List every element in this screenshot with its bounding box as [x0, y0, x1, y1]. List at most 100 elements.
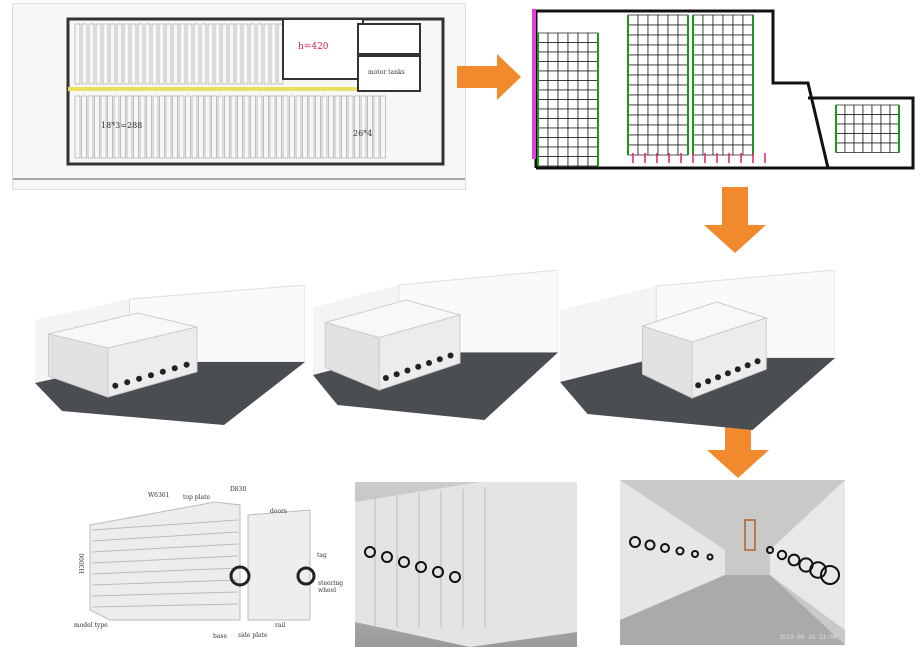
plan-rack	[367, 95, 373, 159]
cad-rack-cell	[712, 104, 724, 116]
cad-rack-cell	[722, 54, 734, 66]
render-handwheel	[171, 365, 178, 372]
handwheel	[691, 550, 699, 558]
cad-rack-cell	[692, 34, 704, 46]
cad-rack-cell	[547, 146, 559, 157]
cad-rack-cell	[647, 134, 659, 146]
render-handwheel	[705, 378, 712, 385]
plan-rack	[151, 23, 158, 85]
plan-rack	[380, 95, 386, 159]
cad-rack-cell	[567, 80, 579, 91]
label-base: base	[213, 633, 228, 640]
cad-rack-cell	[637, 134, 649, 146]
cad-rack-cell	[889, 104, 900, 115]
render-handwheel	[734, 366, 741, 373]
plan-rack	[120, 95, 126, 159]
render-handwheel	[393, 371, 400, 378]
cad-rack-cell	[627, 114, 639, 126]
plan-rack	[88, 23, 95, 85]
cad-rack-cell	[637, 114, 649, 126]
render-handwheel	[404, 367, 411, 374]
cad-rack-cell	[637, 24, 649, 36]
cad-rack-cell	[712, 144, 724, 156]
cad-rack-cell	[677, 124, 689, 136]
cad-rack-cell	[722, 94, 734, 106]
plan-rack	[315, 95, 321, 159]
cad-rack-cell	[862, 133, 873, 144]
handwheel	[415, 561, 427, 573]
cad-rack-cell	[712, 124, 724, 136]
label-depth: D830	[230, 486, 247, 493]
cad-rack-cell	[722, 144, 734, 156]
arrow-right-icon	[455, 52, 523, 102]
cad-rack-cell	[702, 64, 714, 76]
shelf-line	[91, 543, 239, 553]
handwheel	[820, 565, 840, 585]
plan-rack	[107, 95, 113, 159]
annotation-height: h=420	[298, 42, 329, 52]
cad-rack-cell	[844, 114, 855, 125]
cad-rack-cell	[732, 44, 744, 56]
plan-rack	[94, 95, 100, 159]
cad-rack-cell	[547, 61, 559, 72]
cad-rack-cell	[647, 64, 659, 76]
cad-rack-cell	[702, 124, 714, 136]
cad-rack-cell	[702, 84, 714, 96]
plan-rack	[113, 95, 120, 159]
cad-rack-cell	[853, 104, 864, 115]
cad-rack-cell	[627, 44, 639, 56]
cad-rack-cell	[657, 84, 669, 96]
cad-rack-cell	[637, 84, 649, 96]
cad-rack-cell	[637, 144, 649, 156]
cad-rack-cell	[880, 123, 891, 134]
cad-rack-cell	[557, 146, 569, 157]
cad-rack-cell	[835, 114, 846, 125]
cad-rack-cell	[587, 99, 599, 110]
cad-rack-cell	[647, 124, 659, 136]
cad-rack-cell	[567, 156, 579, 167]
handwheel	[675, 546, 685, 556]
cad-rack-cell	[742, 134, 754, 146]
plan-rack	[198, 95, 204, 159]
cad-rack-cell	[732, 134, 744, 146]
cad-rack-cell	[889, 123, 900, 134]
cad-rack-cell	[732, 94, 744, 106]
cad-rack-cell	[567, 108, 579, 119]
plan-rack	[373, 95, 380, 159]
cad-rack-cell	[667, 64, 679, 76]
cad-rack-cell	[577, 108, 589, 119]
plan-rack	[179, 23, 186, 85]
plan-rack	[243, 95, 250, 159]
plan-rack	[172, 23, 179, 85]
plan-rack	[74, 95, 81, 159]
cad-rack-cell	[567, 32, 579, 43]
cad-rack-cell	[537, 156, 549, 167]
cad-rack-cell	[742, 74, 754, 86]
cad-rack-cell	[547, 127, 559, 138]
cad-rack-cell	[702, 54, 714, 66]
handwheel	[629, 536, 641, 548]
cad-rack-cell	[627, 124, 639, 136]
cad-rack-cell	[537, 108, 549, 119]
photo-timestamp: 2019-06-26 11:06	[779, 634, 837, 641]
cad-rack-cell	[712, 94, 724, 106]
cad-rack-cell	[742, 14, 754, 26]
cad-rack-cell	[702, 34, 714, 46]
cad-rack-cell	[557, 80, 569, 91]
cad-rack-cell	[677, 94, 689, 106]
cad-rack-cell	[637, 104, 649, 116]
cad-rack-cell	[587, 146, 599, 157]
cad-rack-cell	[537, 99, 549, 110]
cad-rack-cell	[880, 104, 891, 115]
plan-rack	[235, 23, 242, 85]
cad-rack-cell	[647, 84, 659, 96]
cad-rack-cell	[547, 42, 559, 53]
cad-rack-cell	[722, 104, 734, 116]
render-shelving-front	[107, 326, 198, 398]
cad-rack-cell	[637, 124, 649, 136]
plan-rack	[230, 95, 237, 159]
render-handwheel	[183, 361, 190, 368]
annotation-count-2: 26*4	[353, 129, 373, 138]
plan-rack	[165, 23, 172, 85]
cad-rack-cell	[567, 127, 579, 138]
